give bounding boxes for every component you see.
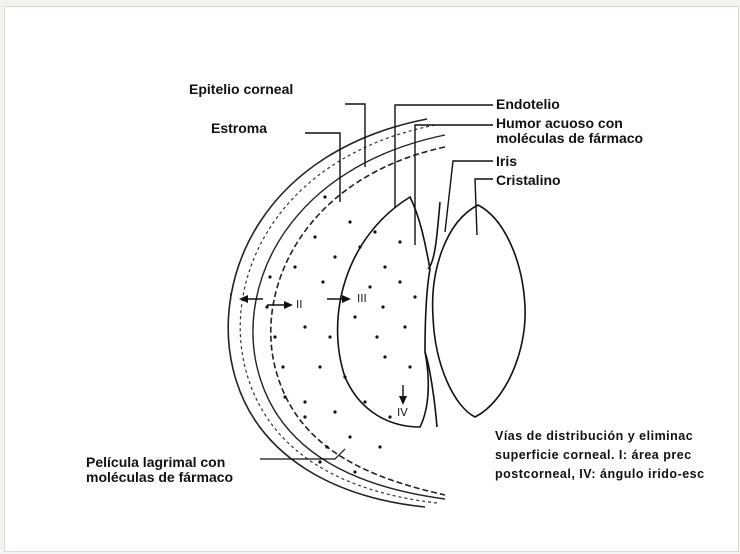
molecule-dot bbox=[353, 470, 356, 473]
caption-line2: superficie corneal. I: área prec bbox=[495, 446, 739, 465]
cornea-tear-film-line bbox=[228, 119, 427, 507]
label-humor-line1: Humor acuoso con bbox=[496, 116, 643, 131]
anterior-chamber-outline bbox=[338, 197, 430, 427]
molecule-dot bbox=[321, 280, 324, 283]
molecule-dot bbox=[313, 235, 316, 238]
molecule-dot bbox=[348, 435, 351, 438]
molecule-dot bbox=[303, 325, 306, 328]
arrowhead-route-4 bbox=[399, 396, 407, 405]
drug-molecule-dots bbox=[265, 195, 416, 473]
molecule-dot bbox=[358, 245, 361, 248]
cornea-epithelium-line bbox=[253, 135, 445, 499]
label-pelicula-lagrimal: Película lagrimal con moléculas de fárma… bbox=[86, 455, 233, 485]
molecule-dot bbox=[281, 365, 284, 368]
molecule-dot bbox=[375, 335, 378, 338]
molecule-dot bbox=[348, 220, 351, 223]
molecule-dot bbox=[303, 400, 306, 403]
molecule-dot bbox=[408, 365, 411, 368]
label-endotelio: Endotelio bbox=[496, 97, 560, 112]
molecule-dot bbox=[328, 335, 331, 338]
molecule-dot bbox=[398, 280, 401, 283]
molecule-dot bbox=[273, 335, 276, 338]
arrowhead-route-2 bbox=[284, 301, 293, 309]
molecule-dot bbox=[403, 325, 406, 328]
molecule-dot bbox=[318, 460, 321, 463]
label-humor-line2: moléculas de fármaco bbox=[496, 131, 643, 146]
leader-epitelio bbox=[345, 104, 365, 167]
label-pelicula-line1: Película lagrimal con bbox=[86, 455, 233, 470]
lens-outline bbox=[433, 205, 526, 417]
label-cristalino: Cristalino bbox=[496, 173, 561, 188]
arrowhead-route-1 bbox=[239, 295, 248, 303]
route-label-4: IV bbox=[397, 406, 408, 419]
leader-iris bbox=[445, 161, 493, 232]
figure-caption: Vías de distribución y eliminac superfic… bbox=[495, 427, 739, 484]
molecule-dot bbox=[333, 410, 336, 413]
molecule-dot bbox=[293, 265, 296, 268]
label-epitelio-corneal: Epitelio corneal bbox=[189, 82, 293, 97]
molecule-dot bbox=[325, 445, 328, 448]
route-label-1: I bbox=[229, 291, 232, 304]
molecule-dot bbox=[398, 240, 401, 243]
label-estroma: Estroma bbox=[211, 121, 267, 136]
molecule-dot bbox=[268, 275, 271, 278]
molecule-dot bbox=[383, 355, 386, 358]
molecule-dot bbox=[368, 285, 371, 288]
molecule-dot bbox=[318, 365, 321, 368]
caption-line3: postcorneal, IV: ángulo irido-esc bbox=[495, 465, 739, 484]
molecule-dot bbox=[373, 230, 376, 233]
molecule-dot bbox=[381, 305, 384, 308]
iris-upper bbox=[428, 202, 440, 269]
molecule-dot bbox=[413, 295, 416, 298]
molecule-dot bbox=[283, 395, 286, 398]
label-pelicula-line2: moléculas de fármaco bbox=[86, 470, 233, 485]
figure-frame: Epitelio corneal Estroma Endotelio Humor… bbox=[4, 6, 739, 552]
molecule-dot bbox=[343, 375, 346, 378]
molecule-dot bbox=[388, 415, 391, 418]
molecule-dot bbox=[323, 195, 326, 198]
leader-endotelio bbox=[395, 105, 493, 207]
molecule-dot bbox=[265, 305, 268, 308]
molecule-dot bbox=[363, 400, 366, 403]
arrowhead-route-3 bbox=[342, 295, 351, 303]
molecule-dot bbox=[353, 315, 356, 318]
leader-cristalino bbox=[475, 179, 493, 235]
route-label-3: III bbox=[357, 292, 367, 305]
route-label-2: II bbox=[296, 298, 303, 311]
cornea-outer-layer bbox=[271, 147, 445, 495]
caption-line1: Vías de distribución y eliminac bbox=[495, 427, 739, 446]
label-iris: Iris bbox=[496, 154, 517, 169]
molecule-dot bbox=[333, 255, 336, 258]
molecule-dot bbox=[378, 445, 381, 448]
molecule-dot bbox=[383, 265, 386, 268]
molecule-dot bbox=[303, 415, 306, 418]
label-humor-acuoso: Humor acuoso con moléculas de fármaco bbox=[496, 116, 643, 146]
